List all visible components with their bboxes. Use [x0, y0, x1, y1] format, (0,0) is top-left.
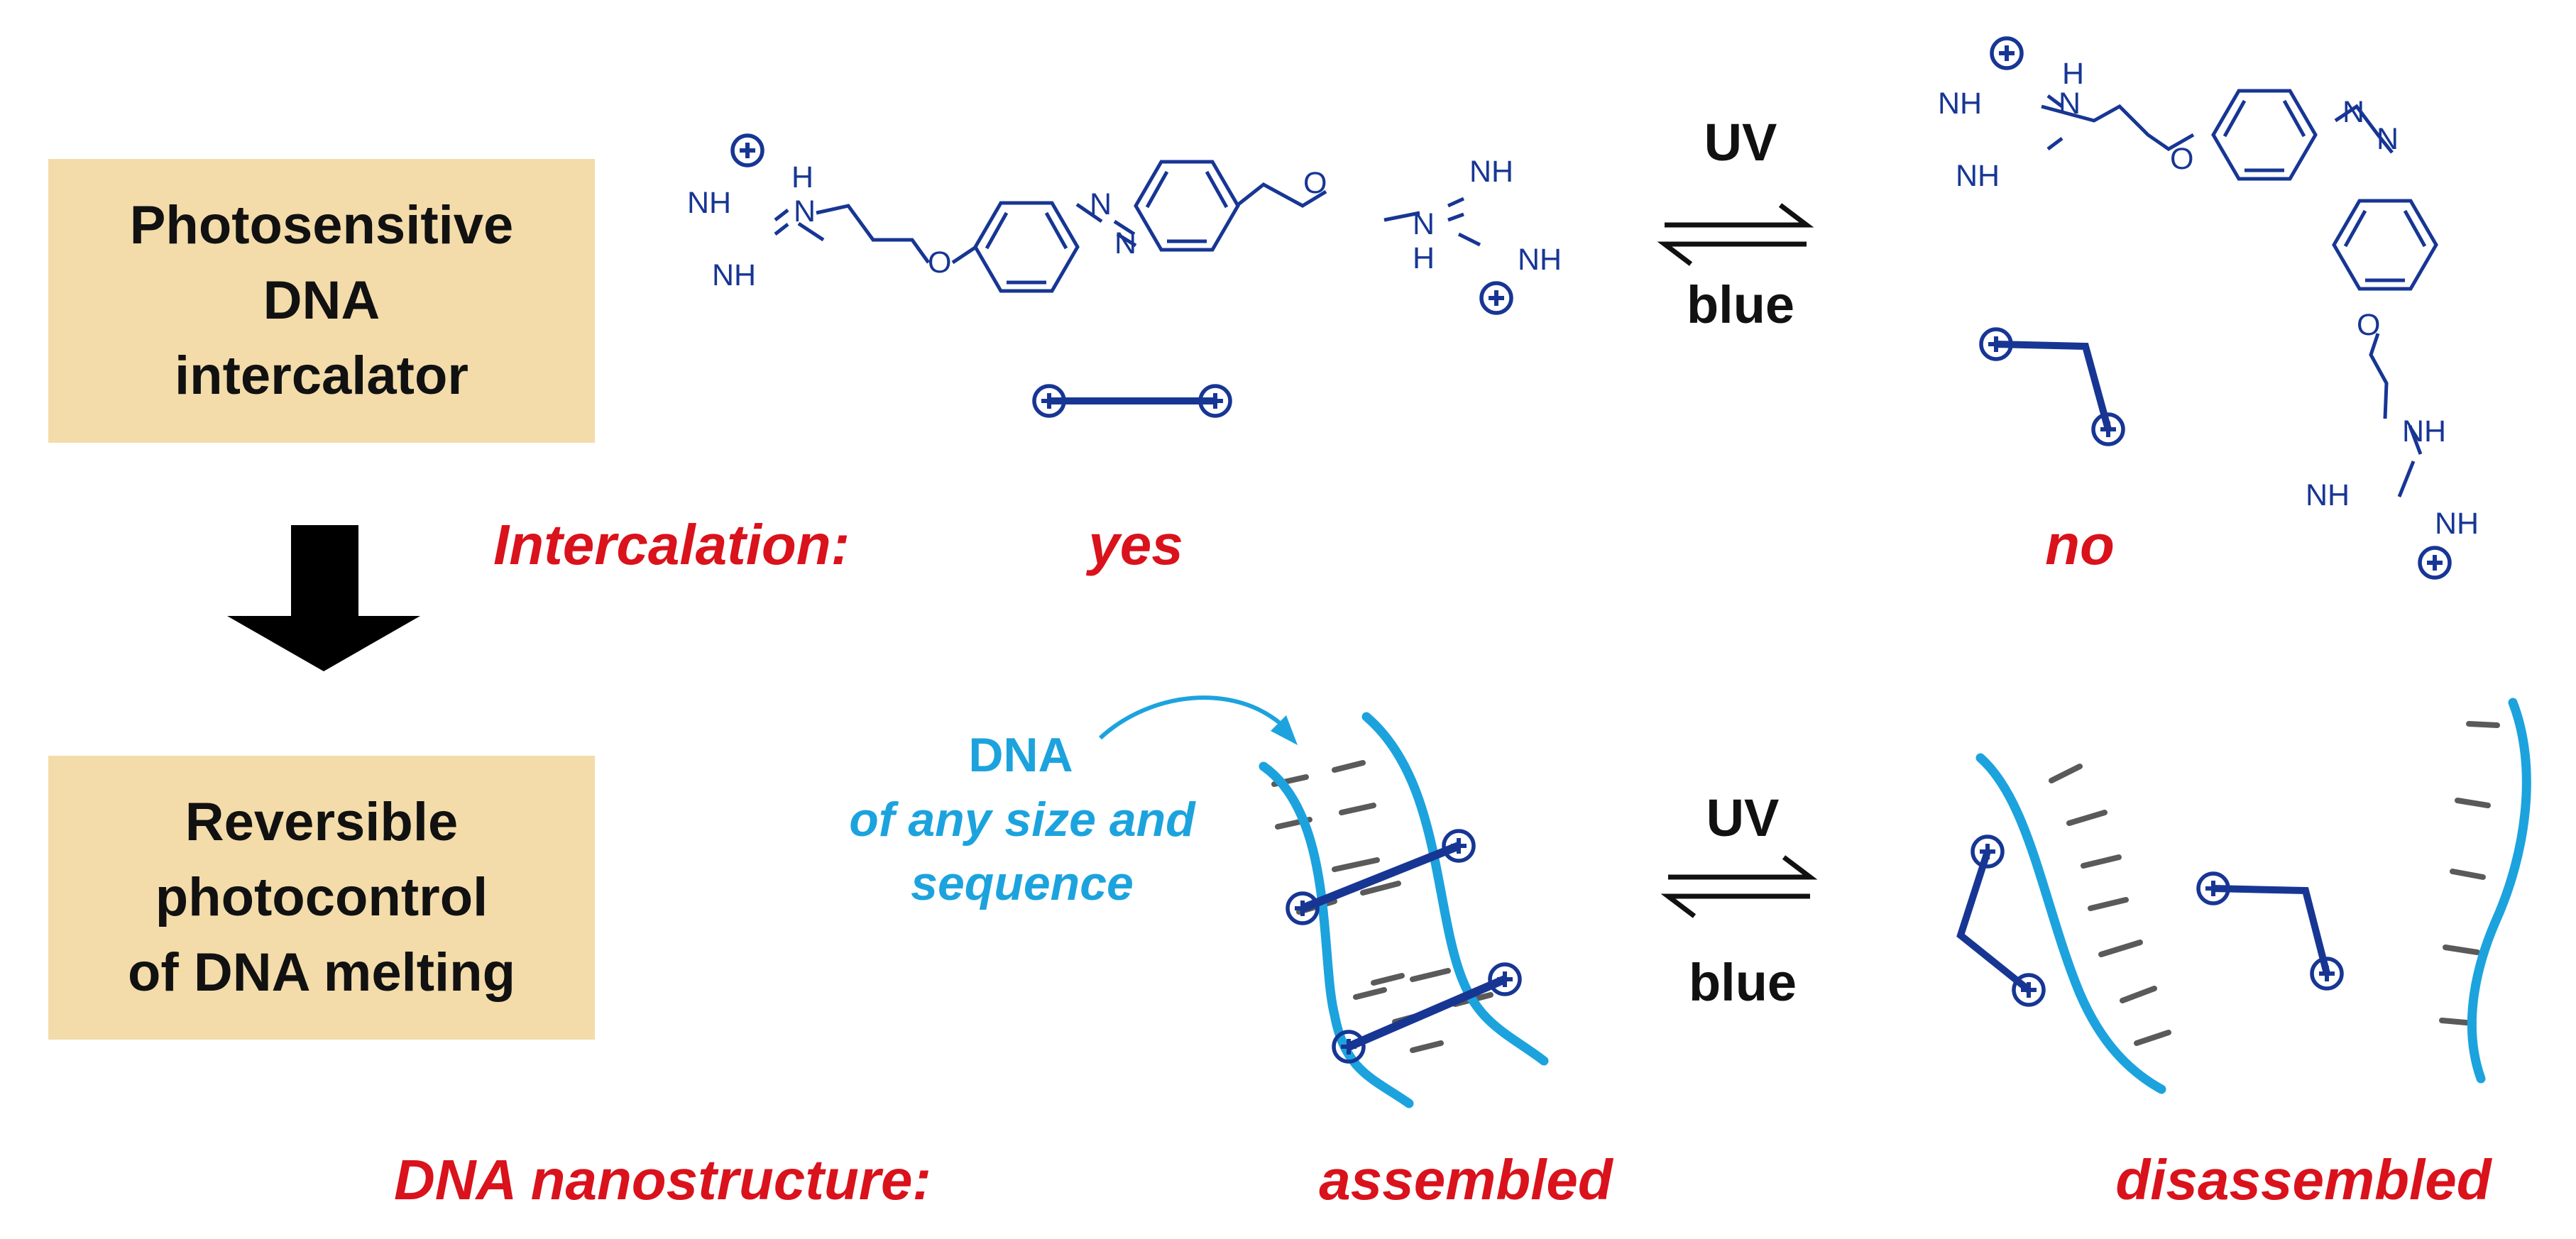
svg-text:H: H	[791, 160, 813, 194]
cis-azobenzene-molecule: NH NH N H O N N O NH NH NH	[1938, 38, 2479, 578]
svg-text:N: N	[794, 194, 816, 228]
photosensitive-intercalator-box: Photosensitive DNA intercalator	[48, 159, 595, 443]
disassembled-dna-strand-left	[1975, 753, 2171, 1094]
blue-label-bottom: blue	[1689, 953, 1797, 1012]
svg-text:O: O	[2170, 142, 2193, 176]
uv-label-bottom: UV	[1706, 788, 1780, 847]
blue-label-top: blue	[1687, 275, 1794, 334]
trans-azobenzene-molecule: NH H N NH O N N O N H NH NH	[687, 136, 1562, 313]
disassembled-dna-strand-right	[2439, 698, 2531, 1084]
svg-text:NH: NH	[2306, 478, 2350, 512]
svg-text:NH: NH	[1938, 87, 1982, 121]
dna-callout-arrow	[1098, 695, 1287, 740]
dna-callout-line2: of any size and	[849, 793, 1196, 847]
svg-text:N: N	[1413, 207, 1435, 241]
assembled-dna-duplex	[1259, 712, 1549, 1108]
free-intercalator-cartoon-1	[1956, 837, 2044, 1005]
svg-text:NH: NH	[2402, 414, 2446, 448]
svg-text:O: O	[928, 246, 951, 280]
box-label-top: Photosensitive DNA intercalator	[129, 195, 514, 406]
dna-callout-line3: sequence	[911, 857, 1134, 910]
svg-text:N: N	[2059, 87, 2081, 121]
nanostructure-disassembled: disassembled	[2115, 1148, 2492, 1211]
nanostructure-label: DNA nanostructure:	[394, 1148, 931, 1211]
svg-text:N: N	[2377, 122, 2399, 156]
svg-text:NH: NH	[1518, 243, 1562, 277]
svg-text:O: O	[1303, 166, 1327, 200]
svg-text:H: H	[2062, 57, 2084, 91]
svg-text:NH: NH	[1469, 155, 1513, 189]
dna-callout-arrowhead	[1271, 715, 1298, 745]
svg-text:NH: NH	[712, 258, 756, 292]
photocontrol-box: Reversible photocontrol of DNA melting	[48, 756, 595, 1040]
svg-text:N: N	[2342, 95, 2364, 129]
intercalation-no: no	[2045, 513, 2115, 576]
intercalation-yes: yes	[1085, 513, 1183, 576]
svg-text:H: H	[1413, 241, 1435, 275]
svg-text:NH: NH	[1956, 159, 2000, 193]
svg-text:NH: NH	[687, 186, 731, 220]
uv-label-top: UV	[1704, 113, 1777, 172]
dna-callout-title: DNA	[968, 728, 1073, 782]
equilibrium-arrows-top	[1657, 203, 1814, 266]
svg-text:O: O	[2357, 308, 2380, 342]
down-arrow	[227, 525, 420, 671]
svg-text:N: N	[1114, 226, 1136, 260]
nanostructure-assembled: assembled	[1319, 1148, 1614, 1211]
svg-text:N: N	[1090, 187, 1112, 221]
box-label-bottom: Reversible photocontrol of DNA melting	[127, 792, 516, 1003]
cis-cartoon	[1981, 329, 2123, 444]
trans-cartoon	[1034, 386, 1230, 416]
svg-text:NH: NH	[2435, 507, 2479, 541]
intercalation-label: Intercalation:	[493, 513, 850, 576]
equilibrium-arrows-bottom	[1660, 855, 1818, 918]
free-intercalator-cartoon-2	[2198, 874, 2342, 989]
